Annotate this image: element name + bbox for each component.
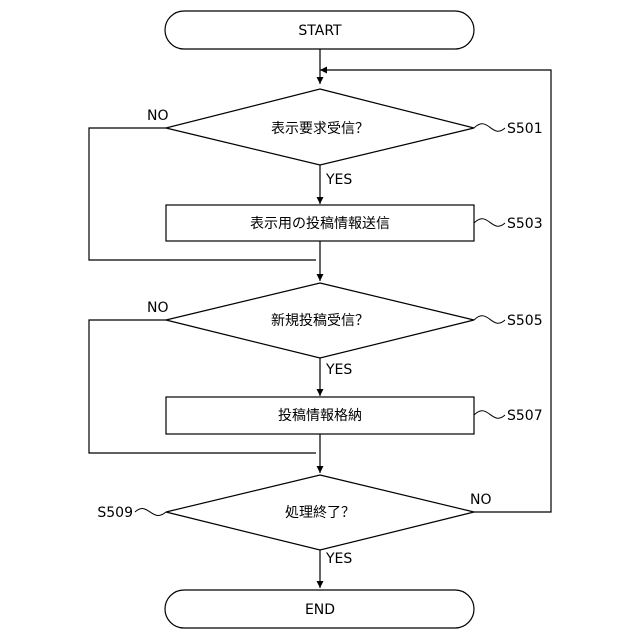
end-label: END	[305, 602, 335, 618]
s503-text: 表示用の投稿情報送信	[250, 216, 390, 232]
s501-step-label: S501	[507, 121, 543, 137]
s501-yes-label: YES	[325, 172, 352, 188]
s509-step-label: S509	[97, 505, 133, 521]
s509-yes-label: YES	[325, 551, 352, 567]
s503-leader	[474, 219, 505, 227]
s505-leader	[474, 316, 505, 324]
s507-leader	[474, 411, 505, 419]
s505-step-label: S505	[507, 313, 543, 329]
s503-step-label: S503	[507, 216, 543, 232]
s505-yes-label: YES	[325, 362, 352, 378]
s509-leader	[135, 509, 166, 516]
s509-no-label: NO	[470, 492, 492, 508]
s505-no-label: NO	[147, 300, 169, 316]
s501-leader	[474, 124, 505, 132]
s509-text: 処理終了？	[285, 505, 355, 521]
s501-no-label: NO	[147, 108, 169, 124]
s505-text: 新規投稿受信？	[271, 313, 369, 329]
s507-step-label: S507	[507, 408, 543, 424]
start-label: START	[298, 23, 342, 39]
s507-text: 投稿情報格納	[278, 408, 362, 424]
s501-text: 表示要求受信？	[271, 121, 369, 137]
